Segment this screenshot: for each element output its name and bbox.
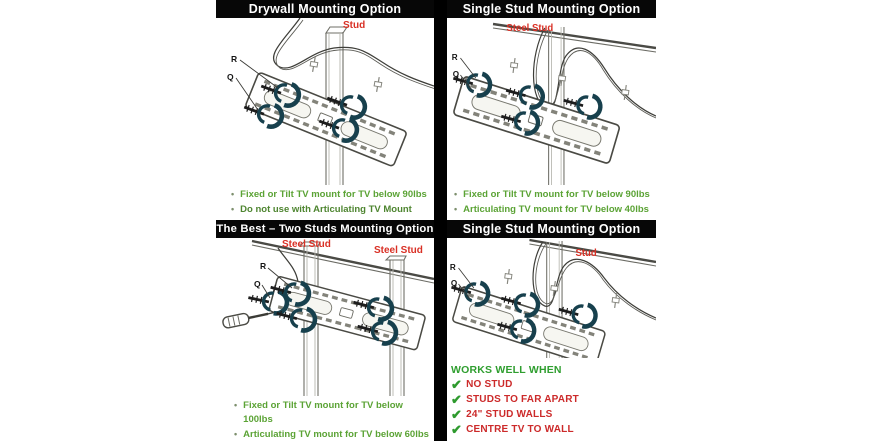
bullet-list: • Fixed or Tilt TV mount for TV below 90… [216,185,434,220]
part-label-q: Q [453,69,460,79]
leader-line-r [239,59,279,89]
part-label-r: R [231,54,237,64]
left-column: Drywall Mounting Option [216,0,434,441]
works-item-text: 24" STUD WALLS [466,409,553,420]
panel-title-text: Single Stud Mounting Option [462,2,641,16]
works-item-text: NO STUD [466,379,513,390]
bullet-text: Do not use with Articulating TV Mount [240,204,412,215]
drywall-diagram: R Q Stud [216,18,434,185]
works-well-item: ✔ 24" STUD WALLS [451,407,654,422]
check-icon: ✔ [451,377,463,392]
wall-curve [277,247,299,283]
bullet-item: • Fixed or Tilt TV mount for TV below 10… [234,398,432,427]
panel-drywall: Drywall Mounting Option [216,0,434,220]
works-well-section: WORKS WELL WHEN ✔ NO STUD ✔ STUDS TO FAR… [447,363,656,441]
panel-title-text: Drywall Mounting Option [248,2,402,16]
screw-pin-icon [509,56,519,75]
panel-title-single-stud-top: Single Stud Mounting Option [447,0,656,18]
screwdriver-icon [222,311,277,329]
stud-label-left: Steel Stud [282,239,331,250]
screw-pin-icon [503,267,514,286]
leader-line-r [460,57,477,79]
panel-title-text: Single Stud Mounting Option [462,222,641,236]
ceiling-edge [529,238,656,267]
panel-single-stud-bottom: Single Stud Mounting Option [447,220,656,441]
bullet-text: Fixed or Tilt TV mount for TV below 90lb… [463,189,650,200]
check-icon: ✔ [451,407,463,422]
leader-line-r [267,267,293,289]
drywall-diagram-svg: R Q Stud [227,18,434,185]
panel-title-text: The Best – Two Studs Mounting Option [216,223,434,235]
bullet-item: • Fixed or Tilt TV mount for TV below 90… [454,187,654,202]
wall-curve [532,241,656,321]
leader-line-q [458,283,471,300]
bullet-dot: • [454,189,458,199]
wall-curve [272,18,434,89]
single-stud-top-diagram: R Q Steel Stud [447,18,656,185]
bullet-text: Fixed or Tilt TV mount for TV below 90lb… [240,189,427,200]
bullet-list: • Fixed or Tilt TV mount for TV below 10… [216,396,434,441]
stud-label-right: Steel Stud [374,245,423,256]
works-item-text: STUDS TO FAR APART [466,394,579,405]
right-column: Single Stud Mounting Option [447,0,656,441]
works-well-item: ✔ STUDS TO FAR APART [451,392,654,407]
bullet-list: • Fixed or Tilt TV mount for TV below 90… [447,185,656,220]
screw-pin-icon [372,75,384,94]
panel-two-studs: The Best – Two Studs Mounting Option [216,220,434,441]
bullet-text: Articulating TV mount for TV below 60lbs [243,429,429,440]
panel-single-stud-top: Single Stud Mounting Option [447,0,656,220]
part-label-q: Q [227,72,234,82]
part-label-q: Q [451,278,458,288]
bullet-dot: • [454,204,458,214]
stud-label: Stud [343,20,365,31]
panel-title-single-stud-bottom: Single Stud Mounting Option [447,220,656,238]
part-label-q: Q [254,279,261,289]
part-label-r: R [450,262,456,272]
works-item-text: CENTRE TV TO WALL [466,424,574,435]
stud-label: Steel Stud [506,23,553,34]
leader-line-q [460,74,473,91]
two-studs-diagram-svg: R Q Steel Stud Steel Stud [222,239,434,396]
works-well-item: ✔ NO STUD [451,377,654,392]
works-well-heading: WORKS WELL WHEN [451,364,562,376]
stud-label: Stud [575,248,596,259]
bullet-dot: • [231,189,235,199]
bullet-item: • Articulating TV mount for TV below 40l… [454,202,654,217]
check-icon: ✔ [451,392,463,407]
bullet-item: • Articulating TV mount for TV below 60l… [234,427,432,441]
part-label-r: R [260,261,266,271]
panel-title-drywall: Drywall Mounting Option [216,0,434,18]
leader-line-r [458,267,475,289]
single-stud-top-diagram-svg: R Q Steel Stud [447,22,656,185]
panel-title-two-studs: The Best – Two Studs Mounting Option [216,220,434,238]
four-panel-grid: Drywall Mounting Option [216,0,656,441]
single-stud-bottom-diagram: R Q Stud [447,238,656,363]
leader-line-q [235,77,259,111]
two-studs-diagram: R Q Steel Stud Steel Stud [216,238,434,396]
single-stud-bottom-diagram-svg: R Q Stud [447,238,656,358]
bullet-text: Fixed or Tilt TV mount for TV below 100l… [243,400,403,425]
works-well-item: ✔ CENTRE TV TO WALL [451,422,654,437]
ceiling-edge [492,22,656,53]
bullet-dot: • [234,429,238,439]
bullet-dot: • [231,204,235,214]
part-label-r: R [452,52,458,62]
bullet-item: • Fixed or Tilt TV mount for TV below 90… [231,187,432,202]
bullet-dot: • [234,400,238,410]
vertical-divider [434,0,447,441]
check-icon: ✔ [451,422,463,437]
bullet-text: Articulating TV mount for TV below 40lbs [463,204,649,215]
leader-line-q [261,284,271,299]
bullet-item: • Do not use with Articulating TV Mount [231,202,432,217]
